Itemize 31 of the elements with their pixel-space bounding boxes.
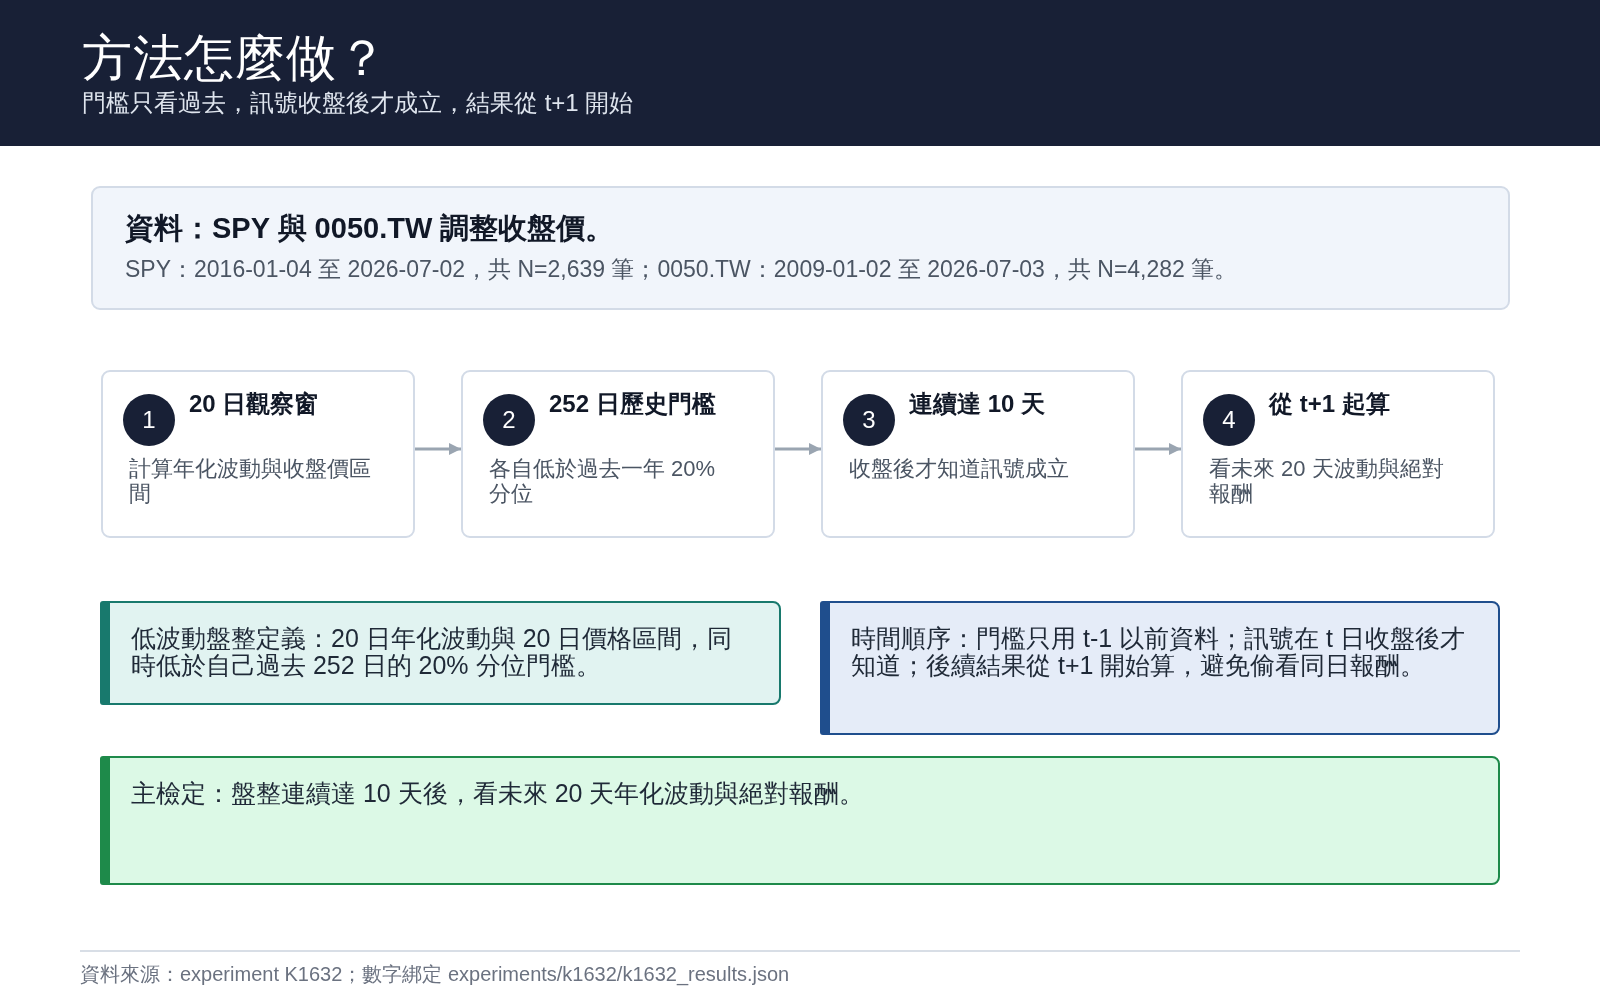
note-callout [100,601,781,705]
source-note: 資料來源：experiment K1632；數字綁定 experiments/k1632/k1632_results.json [80,962,790,987]
note-text: 主檢定：盤整連續達 10 天後，看未來 20 天年化波動與絕對報酬。 [131,780,865,807]
note-text: 時間順序：門檻只用 t-1 以前資料；訊號在 t 日收盤後才知道；後續結果從 t+1 開始算，避免偷看同日報酬。 [851,625,1466,679]
page-title: 方法怎麼做？ [82,29,388,88]
step-title: 從 t+1 起算 [1269,389,1390,419]
step-card [1181,370,1495,538]
step-description: 看未來 20 天波動與絕對報酬 [1209,456,1445,506]
step-title: 252 日歷史門檻 [549,389,716,419]
step-description: 各自低於過去一年 20% 分位 [489,456,717,506]
data-panel [91,186,1510,310]
note-text: 低波動盤整定義：20 日年化波動與 20 日價格區間，同時低於自己過去 252 日的 20% 分位門檻。 [131,625,734,679]
step-number: 2 [483,394,535,446]
arrow [415,442,461,455]
step-card [821,370,1135,538]
step-description: 計算年化波動與收盤價區間 [129,456,372,506]
arrow [775,442,821,455]
step-number: 4 [1203,394,1255,446]
step-card [101,370,415,538]
step-number: 1 [123,394,175,446]
note-callout [100,756,1500,885]
step-title: 20 日觀察窗 [189,389,319,419]
step-card [461,370,775,538]
panel-heading: 資料：SPY 與 0050.TW 調整收盤價。 [125,211,615,246]
arrow [1135,442,1181,455]
step-number: 3 [843,394,895,446]
step-title: 連續達 10 天 [909,389,1046,419]
panel-text: SPY：2016-01-04 至 2026-07-02，共 N=2,639 筆；0050.TW：2009-01-02 至 2026-07-03，共 N=4,282 筆。 [125,255,1238,284]
note-callout [820,601,1500,735]
step-description: 收盤後才知道訊號成立 [849,456,1070,481]
subtitle: 門檻只看過去，訊號收盤後才成立，結果從 t+1 開始 [82,88,634,118]
